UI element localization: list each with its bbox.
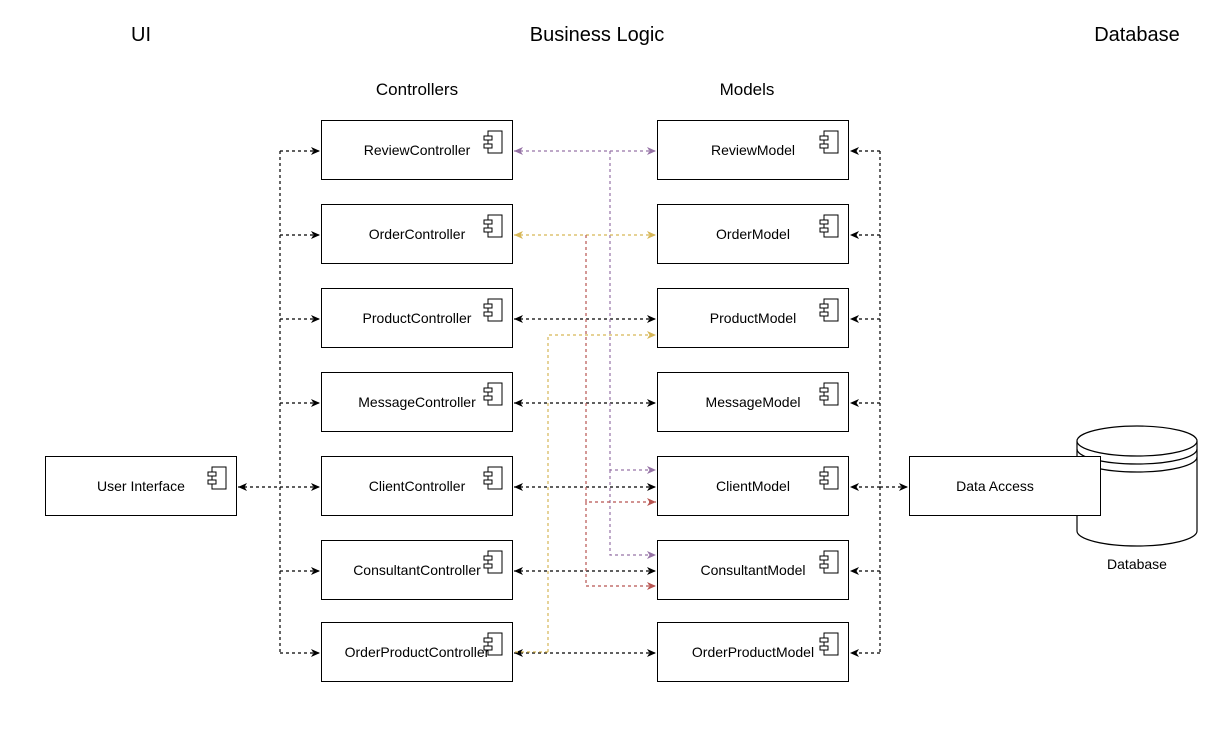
review-to-client-connector: [609, 151, 656, 474]
review-controller-box[interactable]: ReviewController: [321, 120, 513, 180]
product-controller-box[interactable]: ProductController: [321, 288, 513, 348]
client-controller-box-label: ClientController: [368, 478, 466, 494]
component-icon: [483, 550, 503, 574]
order-model-box-label: OrderModel: [716, 226, 790, 242]
message-model-box-label: MessageModel: [705, 394, 801, 410]
database-cylinder-icon: [1076, 425, 1198, 547]
component-icon: [819, 298, 839, 322]
review-model-box[interactable]: ReviewModel: [657, 120, 849, 180]
header-database: Database: [1094, 24, 1180, 46]
consultant-controller-box-label: ConsultantController: [353, 562, 481, 578]
message-controller-box[interactable]: MessageController: [321, 372, 513, 432]
client-model-box[interactable]: ClientModel: [657, 456, 849, 516]
review-controller-box-label: ReviewController: [363, 142, 471, 158]
subheader-models: Models: [719, 80, 775, 99]
component-icon: [819, 214, 839, 238]
component-icon: [483, 298, 503, 322]
user-interface-component[interactable]: User Interface: [45, 456, 237, 516]
review-to-consultant-connector: [609, 470, 656, 559]
order-to-client-connector: [585, 235, 656, 506]
user-interface-label: User Interface: [97, 478, 185, 494]
product-model-box[interactable]: ProductModel: [657, 288, 849, 348]
header-ui: UI: [131, 24, 151, 46]
header-business-logic: Business Logic: [529, 24, 665, 46]
product-model-box-label: ProductModel: [709, 310, 797, 326]
order-product-model-box-label: OrderProductModel: [691, 644, 815, 660]
consultant-model-box-label: ConsultantModel: [700, 562, 806, 578]
client-controller-box[interactable]: ClientController: [321, 456, 513, 516]
message-controller-box-label: MessageController: [358, 394, 476, 410]
component-icon: [819, 130, 839, 154]
component-icon: [819, 466, 839, 490]
client-model-box-label: ClientModel: [716, 478, 790, 494]
component-icon: [483, 632, 503, 656]
order-product-controller-box[interactable]: OrderProductController: [321, 622, 513, 682]
component-icon: [819, 382, 839, 406]
data-access-component[interactable]: Data Access: [909, 456, 1101, 516]
review-model-box-label: ReviewModel: [710, 142, 796, 158]
order-controller-box-label: OrderController: [368, 226, 466, 242]
order-product-controller-box-label: OrderProductController: [344, 644, 490, 660]
orderproduct-to-product-connector: [547, 331, 656, 652]
order-controller-box[interactable]: OrderController: [321, 204, 513, 264]
database-label: Database: [1107, 556, 1167, 572]
message-model-box[interactable]: MessageModel: [657, 372, 849, 432]
consultant-model-box[interactable]: ConsultantModel: [657, 540, 849, 600]
order-model-box[interactable]: OrderModel: [657, 204, 849, 264]
order-product-model-box[interactable]: OrderProductModel: [657, 622, 849, 682]
product-controller-box-label: ProductController: [362, 310, 472, 326]
component-icon: [819, 550, 839, 574]
order-to-consultant-connector: [585, 502, 656, 590]
component-icon: [483, 214, 503, 238]
data-access-label: Data Access: [956, 478, 1034, 494]
subheader-controllers: Controllers: [375, 80, 459, 99]
component-icon: [207, 466, 227, 490]
component-icon: [483, 130, 503, 154]
component-icon: [483, 466, 503, 490]
consultant-controller-box[interactable]: ConsultantController: [321, 540, 513, 600]
component-icon: [819, 632, 839, 656]
component-icon: [483, 382, 503, 406]
